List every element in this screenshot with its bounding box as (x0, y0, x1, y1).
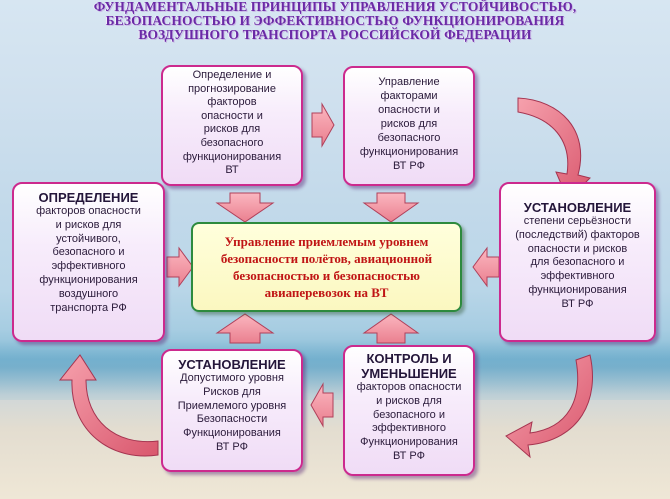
box-line: функционирования (39, 273, 138, 286)
center-goal-box: Управление приемлемым уровнем безопаснос… (191, 222, 462, 312)
box-heading: УСТАНОВЛЕНИЕ (523, 200, 632, 215)
box-line: эффективного (51, 260, 126, 273)
box-line: Приемлемого уровня (177, 399, 287, 412)
curved-arrow-bottom-left (58, 354, 159, 457)
box-line: Определение и (192, 69, 272, 81)
sea-background (0, 340, 670, 400)
box-heading: УМЕНЬШЕНИЕ (361, 366, 457, 381)
box-line: и рисков для (376, 394, 442, 407)
diagram-title: ФУНДАМЕНТАЛЬНЫЕ ПРИНЦИПЫ УПРАВЛЕНИЯ УСТО… (0, 0, 670, 42)
box-line: Рисков для (203, 385, 261, 398)
box-line: ВТ РФ (561, 297, 594, 310)
arrow-down-left (215, 192, 275, 223)
box-heading: КОНТРОЛЬ И (366, 351, 452, 366)
arrow-left-right-side (472, 246, 500, 288)
arrow-down-right (362, 192, 420, 223)
box-determine-factors: ОПРЕДЕЛЕНИЕ факторов опасности и рисков … (12, 182, 165, 342)
box-line: факторов (207, 96, 257, 109)
box-line: устойчивого, (56, 232, 121, 245)
box-manage-factors: Управление факторами опасности и рисков … (343, 66, 475, 186)
box-line: ВТ РФ (216, 440, 248, 453)
curved-arrow-bottom-right (505, 354, 593, 459)
box-line: эффективного (372, 422, 446, 435)
box-line: транспорта РФ (50, 301, 127, 314)
box-line: опасности и рисков (527, 242, 628, 255)
box-line: опасности и (378, 104, 440, 116)
center-line: безопасности полётов, авиационной (220, 251, 433, 266)
arrow-up-left (215, 313, 275, 344)
box-line: безопасного и (52, 246, 125, 259)
box-line: степени серьёзности (523, 215, 632, 227)
box-line: Функционирования (183, 427, 281, 440)
box-identify-forecast: Определение и прогнозирование факторов о… (161, 65, 303, 186)
arrow-right-left-side (166, 246, 194, 288)
arrow-left-bottom (310, 382, 334, 428)
box-heading: ОПРЕДЕЛЕНИЕ (38, 190, 139, 205)
box-line: ВТ РФ (393, 160, 425, 172)
box-line: Допустимого уровня (180, 372, 284, 384)
box-line: факторов опасности (356, 381, 462, 393)
box-line: функционирования (528, 283, 627, 296)
box-line: (последствий) факторов (515, 228, 640, 241)
box-line: ВТ РФ (393, 449, 425, 462)
box-line: Функционирования (360, 436, 458, 449)
title-line: БЕЗОПАСНОСТЬЮ И ЭФФЕКТИВНОСТЬЮ ФУНКЦИОНИ… (105, 13, 565, 28)
center-line: Управление приемлемым уровнем (224, 234, 429, 249)
box-line: функционирования (182, 150, 282, 163)
box-line: воздушного (58, 287, 119, 300)
arrow-right-top (311, 102, 335, 148)
box-line: опасности и (201, 109, 263, 122)
arrow-up-right (362, 313, 420, 344)
box-line: Управление (378, 76, 440, 88)
title-line: ВОЗДУШНОГО ТРАНСПОРТА РОССИЙСКОЙ ФЕДЕРАЦ… (138, 27, 532, 42)
center-line: авиаперевозок на ВТ (264, 285, 389, 300)
box-line: факторами (380, 90, 438, 102)
box-line: рисков для (380, 118, 438, 130)
box-line: функционирования (359, 146, 459, 158)
box-heading: УСТАНОВЛЕНИЕ (178, 357, 286, 372)
box-establish-severity: УСТАНОВЛЕНИЕ степени серьёзности (послед… (499, 182, 656, 342)
box-control-reduce: КОНТРОЛЬ И УМЕНЬШЕНИЕ факторов опасности… (343, 345, 475, 476)
title-line: ФУНДАМЕНТАЛЬНЫЕ ПРИНЦИПЫ УПРАВЛЕНИЯ УСТО… (93, 0, 577, 14)
box-establish-acceptable-level: УСТАНОВЛЕНИЕ Допустимого уровня Рисков д… (161, 349, 303, 472)
box-line: для безопасного и (530, 256, 625, 269)
box-line: и рисков для (55, 218, 122, 231)
box-line: эффективного (540, 270, 615, 283)
box-line: безопасного и (373, 408, 445, 421)
center-line: безопасностью и безопасностью (233, 268, 420, 283)
box-line: Безопасности (196, 413, 268, 426)
box-line: прогнозирование (188, 82, 276, 95)
box-line: факторов опасности (36, 205, 141, 217)
box-line: безопасного (377, 132, 441, 144)
box-line: безопасного (200, 136, 264, 149)
box-line: рисков для (203, 123, 261, 136)
box-line: ВТ (225, 164, 239, 177)
